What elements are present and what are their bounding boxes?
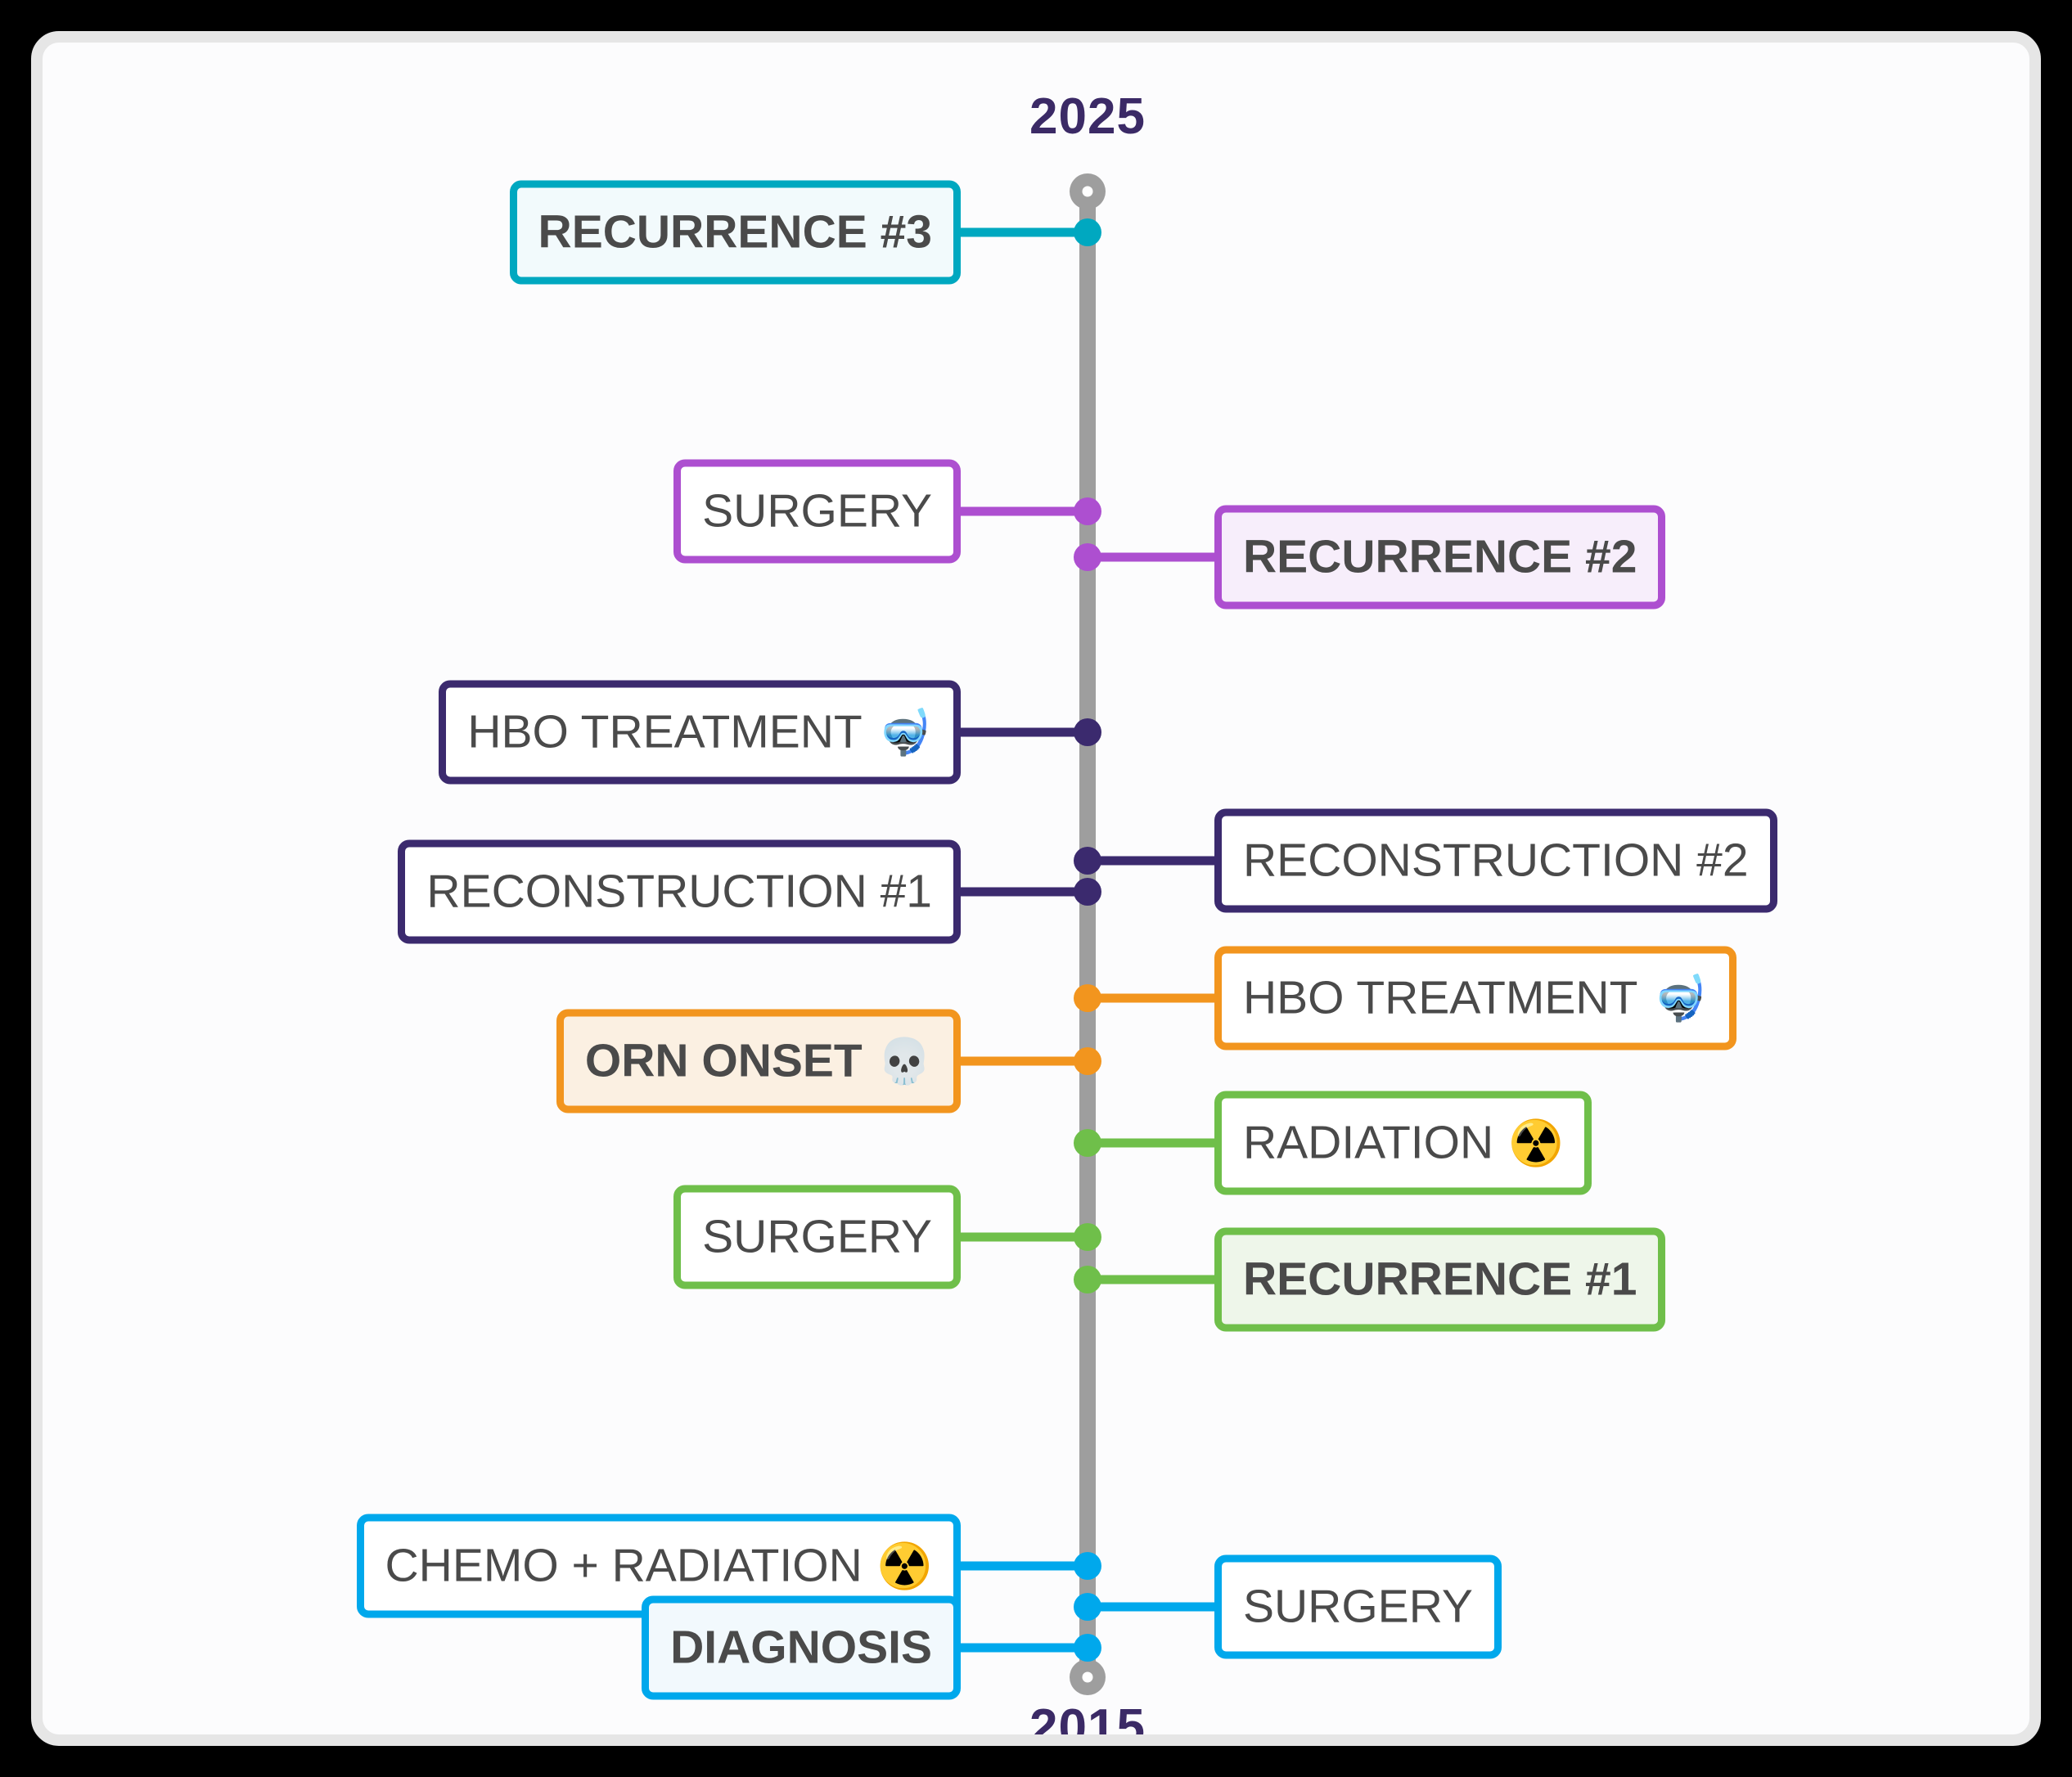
timeline-node-orn-onset[interactable] <box>1074 1047 1101 1075</box>
radiation-icon: ☢️ <box>876 1541 932 1590</box>
event-box-chemo-radiation[interactable]: CHEMO + RADIATION ☢️ <box>356 1514 961 1618</box>
event-box-recurrence-3[interactable]: RECURRENCE #3 <box>509 180 961 285</box>
diving-mask-icon: 🤿 <box>876 708 932 757</box>
connector-diagnosis <box>961 1643 1088 1653</box>
connector-recurrence-2 <box>1088 552 1214 562</box>
event-box-recurrence-2[interactable]: RECURRENCE #2 <box>1214 505 1666 610</box>
event-box-recurrence-1[interactable]: RECURRENCE #1 <box>1214 1227 1666 1332</box>
connector-reconstruction-2 <box>1088 856 1214 866</box>
event-label: SURGERY <box>1243 1580 1473 1633</box>
event-box-surgery-purple[interactable]: SURGERY <box>673 459 961 564</box>
skull-icon: 💀 <box>876 1037 932 1086</box>
event-label: RECONSTRUCTION #2 <box>1243 834 1749 887</box>
event-box-orn-onset[interactable]: ORN ONSET 💀 <box>556 1009 961 1113</box>
event-label: RADIATION <box>1243 1116 1494 1169</box>
event-box-diagnosis[interactable]: DIAGNOSIS <box>642 1595 961 1700</box>
timeline-node-reconstruction-2[interactable] <box>1074 847 1101 875</box>
connector-radiation <box>1088 1138 1214 1148</box>
event-box-reconstruction-1[interactable]: RECONSTRUCTION #1 <box>398 839 961 944</box>
event-box-radiation[interactable]: RADIATION ☢️ <box>1214 1091 1592 1195</box>
diagram-frame: 2025 2015 RECURRENCE #3 SURGERY RECURRENCE… <box>31 31 2041 1746</box>
event-label: RECURRENCE #1 <box>1243 1253 1637 1306</box>
timeline-node-reconstruction-1[interactable] <box>1074 878 1101 906</box>
event-label: RECURRENCE #3 <box>538 205 932 259</box>
event-label: CHEMO + RADIATION <box>385 1539 863 1592</box>
diving-mask-icon: 🤿 <box>1652 974 1708 1023</box>
event-box-reconstruction-2[interactable]: RECONSTRUCTION #2 <box>1214 808 1777 913</box>
connector-surgery-green <box>961 1232 1088 1242</box>
connector-recurrence-1 <box>1088 1275 1214 1284</box>
timeline-node-diagnosis[interactable] <box>1074 1634 1101 1662</box>
connector-orn-onset <box>961 1056 1088 1066</box>
timeline-end-marker-bottom <box>1070 1659 1106 1695</box>
timeline-end-marker-top <box>1070 173 1106 209</box>
timeline-node-surgery-blue[interactable] <box>1074 1593 1101 1621</box>
connector-surgery-purple <box>961 506 1088 516</box>
timeline-node-surgery-green[interactable] <box>1074 1223 1101 1251</box>
connector-recurrence-3 <box>961 227 1088 237</box>
event-label: ORN ONSET <box>584 1034 863 1087</box>
event-box-surgery-green[interactable]: SURGERY <box>673 1185 961 1289</box>
connector-surgery-blue <box>1088 1602 1214 1612</box>
timeline-node-recurrence-2[interactable] <box>1074 543 1101 571</box>
event-box-hbo-treatment-1[interactable]: HBO TREATMENT 🤿 <box>1214 946 1736 1050</box>
timeline-node-surgery-purple[interactable] <box>1074 497 1101 525</box>
timeline-spine <box>1079 188 1096 1679</box>
timeline-node-hbo-treatment-1[interactable] <box>1074 984 1101 1012</box>
event-label: SURGERY <box>702 1210 932 1263</box>
event-label: HBO TREATMENT <box>467 705 863 758</box>
radiation-icon: ☢️ <box>1508 1118 1564 1167</box>
event-label: RECURRENCE #2 <box>1243 530 1637 583</box>
event-box-surgery-blue[interactable]: SURGERY <box>1214 1554 1502 1659</box>
year-label-bottom: 2015 <box>1029 1699 1146 1746</box>
timeline-node-radiation[interactable] <box>1074 1129 1101 1157</box>
year-label-top: 2025 <box>1029 88 1146 145</box>
timeline-node-hbo-treatment-2[interactable] <box>1074 718 1101 746</box>
event-label: RECONSTRUCTION #1 <box>426 865 932 918</box>
event-label: HBO TREATMENT <box>1243 971 1638 1024</box>
connector-reconstruction-1 <box>961 887 1088 897</box>
timeline-node-chemo-radiation[interactable] <box>1074 1552 1101 1580</box>
timeline-node-recurrence-1[interactable] <box>1074 1266 1101 1293</box>
timeline-node-recurrence-3[interactable] <box>1074 218 1101 246</box>
event-box-hbo-treatment-2[interactable]: HBO TREATMENT 🤿 <box>439 680 961 785</box>
connector-chemo-radiation <box>961 1561 1088 1571</box>
connector-hbo-treatment-1 <box>1088 993 1214 1003</box>
event-label: SURGERY <box>702 484 932 538</box>
event-label: DIAGNOSIS <box>670 1621 932 1674</box>
connector-hbo-treatment-2 <box>961 727 1088 737</box>
